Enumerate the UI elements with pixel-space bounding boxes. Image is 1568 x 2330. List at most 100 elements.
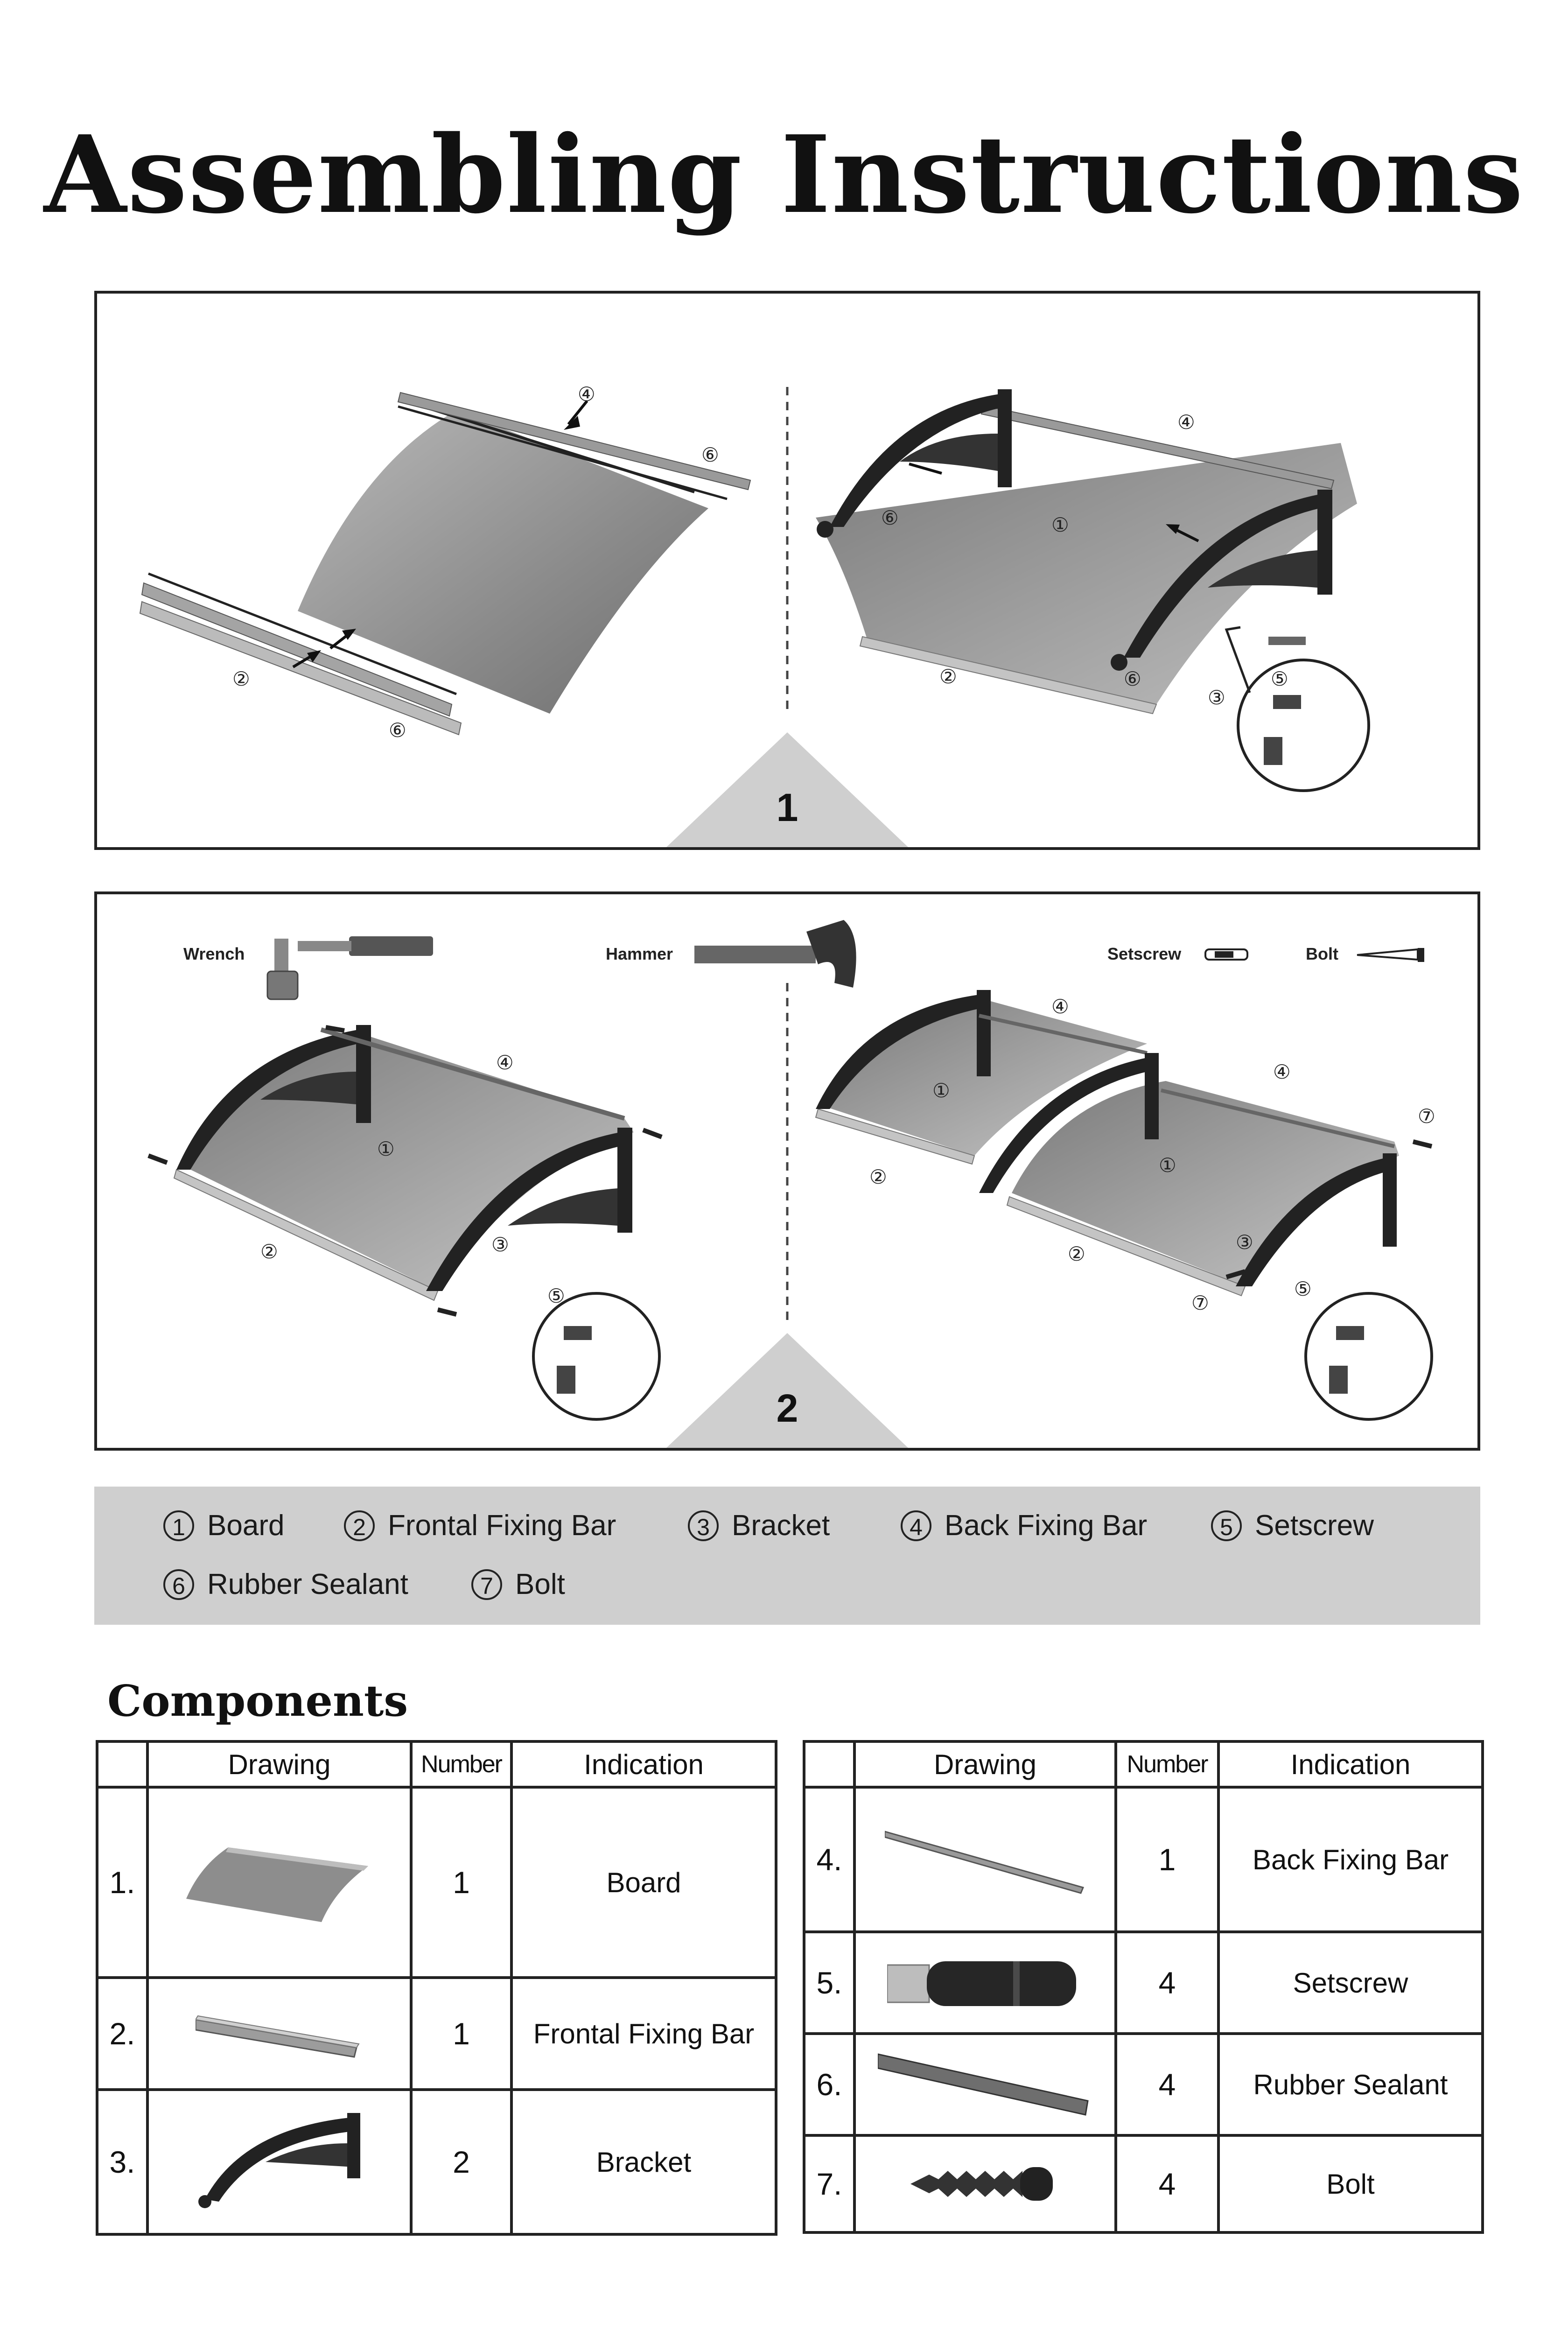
setscrew-label: Setscrew <box>1107 944 1182 963</box>
label-3: ③ <box>491 1233 509 1256</box>
step-2-marker <box>666 1333 908 1448</box>
back-bar-drawing <box>853 1786 1117 1933</box>
row-quantity: 1 <box>1114 1786 1220 1933</box>
label-6: ⑥ <box>881 506 899 529</box>
label-1: ① <box>932 1079 950 1102</box>
legend-number: 4 <box>901 1510 931 1541</box>
table-row: 3. 2 Bracket <box>96 2088 777 2236</box>
step-2-panel: Wrench Hammer Setscrew Bolt <box>94 891 1480 1451</box>
bolt-drawing <box>853 2134 1117 2234</box>
label-2: ② <box>869 1165 887 1188</box>
components-table-left: Drawing Number Indication 1. 1 Board 2. … <box>96 1740 777 2236</box>
row-indication: Board <box>510 1786 777 1979</box>
legend-item-rubber-sealant: 6 Rubber Sealant <box>163 1568 408 1601</box>
rubber-sealant-drawing <box>853 2032 1117 2137</box>
step-number: 1 <box>777 786 798 829</box>
setscrew-drawing <box>853 1930 1117 2035</box>
row-index: 6. <box>803 2032 856 2137</box>
single-canopy-view: ④ ① ② ③ ⑤ <box>147 1025 663 1421</box>
header-indication: Indication <box>510 1740 777 1789</box>
parts-legend: 1 Board 2 Frontal Fixing Bar 3 Bracket 4… <box>94 1487 1480 1625</box>
wrench-label: Wrench <box>183 944 245 963</box>
row-index: 7. <box>803 2134 856 2234</box>
label-4: ④ <box>496 1051 514 1074</box>
legend-item-back-fixing-bar: 4 Back Fixing Bar <box>901 1509 1147 1542</box>
legend-label: Bolt <box>515 1568 565 1600</box>
legend-label: Frontal Fixing Bar <box>388 1509 616 1542</box>
row-indication: Rubber Sealant <box>1217 2032 1484 2137</box>
row-indication: Frontal Fixing Bar <box>510 1976 777 2091</box>
table-row: 6. 4 Rubber Sealant <box>803 2032 1484 2137</box>
row-quantity: 1 <box>410 1976 513 2091</box>
legend-item-bracket: 3 Bracket <box>688 1509 830 1542</box>
label-2: ② <box>939 665 957 688</box>
header-drawing: Drawing <box>853 1740 1117 1789</box>
row-quantity: 1 <box>410 1786 513 1979</box>
label-4: ④ <box>1051 995 1069 1018</box>
wrench-icon <box>266 936 433 1000</box>
step-number: 2 <box>777 1386 798 1430</box>
legend-item-bolt: 7 Bolt <box>471 1568 565 1601</box>
label-1: ① <box>377 1137 395 1160</box>
bracket-drawing <box>146 2088 413 2236</box>
legend-number: 1 <box>163 1510 194 1541</box>
label-7: ⑦ <box>1418 1105 1435 1128</box>
step-1-marker <box>666 732 908 847</box>
label-3: ③ <box>1208 686 1225 709</box>
label-5: ⑤ <box>1294 1277 1312 1300</box>
page-title: Assembling Instructions <box>43 112 1525 237</box>
label-3: ③ <box>1236 1231 1253 1254</box>
table-row: 7. 4 Bolt <box>803 2134 1484 2234</box>
row-index: 1. <box>96 1786 149 1979</box>
row-indication: Bracket <box>510 2088 777 2236</box>
label-1: ① <box>1159 1154 1176 1177</box>
frontal-bar-drawing <box>146 1976 413 2091</box>
label-7: ⑦ <box>1191 1291 1209 1314</box>
row-quantity: 4 <box>1114 1930 1220 2035</box>
hammer-label: Hammer <box>606 944 673 963</box>
label-5: ⑤ <box>1271 667 1288 690</box>
board-drawing <box>146 1786 413 1979</box>
legend-label: Bracket <box>732 1509 830 1542</box>
label-4: ④ <box>578 383 595 406</box>
legend-item-setscrew: 5 Setscrew <box>1211 1509 1374 1542</box>
legend-label: Setscrew <box>1255 1509 1374 1542</box>
header-drawing: Drawing <box>146 1740 413 1789</box>
legend-number: 7 <box>471 1569 502 1600</box>
header-indication: Indication <box>1217 1740 1484 1789</box>
components-table-right: Drawing Number Indication 4. 1 Back Fixi… <box>803 1740 1484 2234</box>
label-6: ⑥ <box>1124 667 1141 690</box>
table-row: 1. 1 Board <box>96 1786 777 1979</box>
legend-label: Board <box>207 1509 285 1542</box>
row-quantity: 4 <box>1114 2134 1220 2234</box>
label-6: ⑥ <box>701 443 719 466</box>
joined-canopy-view: ④ ① ② ④ ⑦ ① ② ③ ⑦ ⑤ <box>815 990 1435 1421</box>
header-index <box>96 1740 149 1789</box>
step-1-illustration: ④ ⑥ ② ⑥ <box>139 383 1370 847</box>
setscrew-icon <box>1204 948 1248 961</box>
hammer-icon <box>694 920 856 988</box>
step-1-panel: ④ ⑥ ② ⑥ <box>94 291 1480 850</box>
label-2: ② <box>1068 1242 1085 1265</box>
row-indication: Back Fixing Bar <box>1217 1786 1484 1933</box>
legend-item-frontal-fixing-bar: 2 Frontal Fixing Bar <box>344 1509 616 1542</box>
legend-number: 2 <box>344 1510 375 1541</box>
row-index: 3. <box>96 2088 149 2236</box>
table-row: 2. 1 Frontal Fixing Bar <box>96 1976 777 2091</box>
label-4: ④ <box>1273 1060 1291 1083</box>
legend-label: Rubber Sealant <box>207 1568 408 1600</box>
step-2-illustration: Wrench Hammer Setscrew Bolt <box>147 920 1435 1448</box>
label-2: ② <box>260 1240 278 1263</box>
bracket-mount-view: ④ ① ⑥ ② ⑥ ③ ⑤ <box>816 389 1370 792</box>
label-6: ⑥ <box>389 719 406 742</box>
label-4: ④ <box>1177 411 1195 434</box>
header-number: Number <box>1114 1740 1220 1789</box>
row-quantity: 2 <box>410 2088 513 2236</box>
row-indication: Setscrew <box>1217 1930 1484 2035</box>
components-heading: Components <box>107 1676 408 1726</box>
header-index <box>803 1740 856 1789</box>
row-quantity: 4 <box>1114 2032 1220 2137</box>
row-index: 2. <box>96 1976 149 2091</box>
header-number: Number <box>410 1740 513 1789</box>
bolt-label: Bolt <box>1306 944 1338 963</box>
